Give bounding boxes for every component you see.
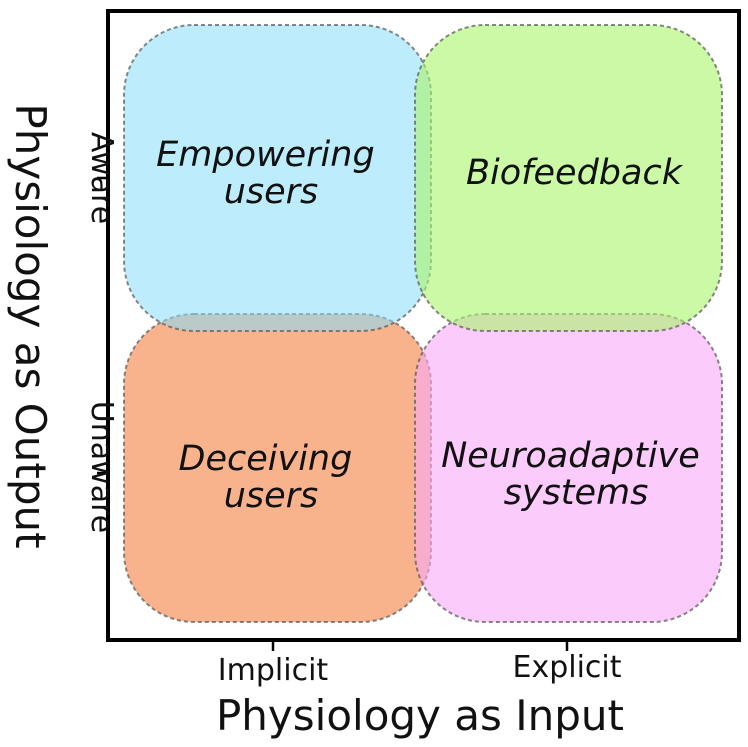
quadrant-top-right-label: Biofeedback — [466, 153, 684, 193]
quadrant-top-right-region — [414, 24, 723, 332]
x-tick-label-implicit: Implicit — [218, 653, 329, 688]
quadrant-bottom-right-label: Neuroadaptive systems — [441, 436, 711, 513]
x-tick-label-explicit: Explicit — [512, 650, 621, 685]
y-tick-label-aware: Aware — [84, 132, 119, 224]
quadrant-top-left-label: Empowering users — [156, 135, 386, 212]
y-tick-label-unaware: Unaware — [84, 401, 119, 533]
plot-frame — [106, 9, 741, 642]
quadrant-bottom-left-label: Deceiving users — [179, 439, 364, 516]
y-axis-title: Physiology as Output — [6, 103, 55, 548]
quadrant-bottom-right-region — [414, 313, 723, 623]
x-axis-title: Physiology as Input — [216, 691, 624, 740]
